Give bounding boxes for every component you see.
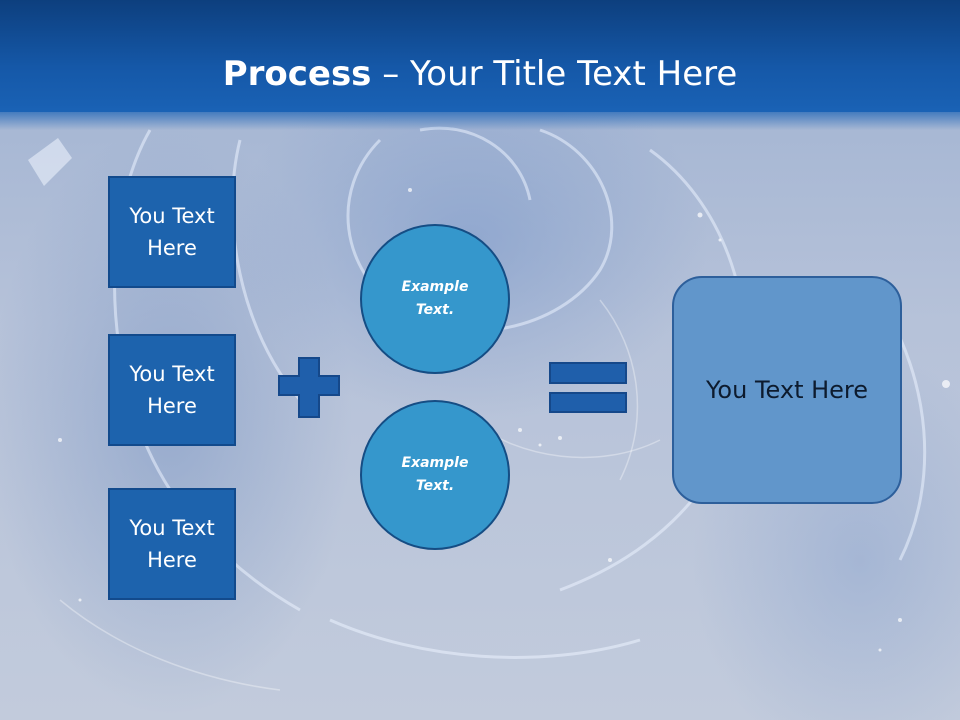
left-box-3-label: You Text Here	[129, 516, 215, 572]
result-box[interactable]: You Text Here	[672, 276, 902, 504]
left-box-1-label: You Text Here	[129, 204, 215, 260]
left-box-1[interactable]: You Text Here	[108, 176, 236, 288]
circle-2[interactable]: Example Text.	[360, 400, 510, 550]
circle-1-label: Example Text.	[401, 279, 469, 318]
title-bar	[0, 0, 960, 112]
result-box-label: You Text Here	[705, 376, 869, 404]
left-box-3[interactable]: You Text Here	[108, 488, 236, 600]
left-box-2[interactable]: You Text Here	[108, 334, 236, 446]
title-bar-fade	[0, 108, 960, 130]
slide-title: Process – Your Title Text Here	[0, 52, 960, 96]
circle-1[interactable]: Example Text.	[360, 224, 510, 374]
title-bold: Process	[222, 54, 372, 94]
left-box-2-label: You Text Here	[129, 362, 215, 418]
title-rest: – Your Title Text Here	[371, 54, 738, 94]
circle-2-label: Example Text.	[401, 455, 469, 494]
